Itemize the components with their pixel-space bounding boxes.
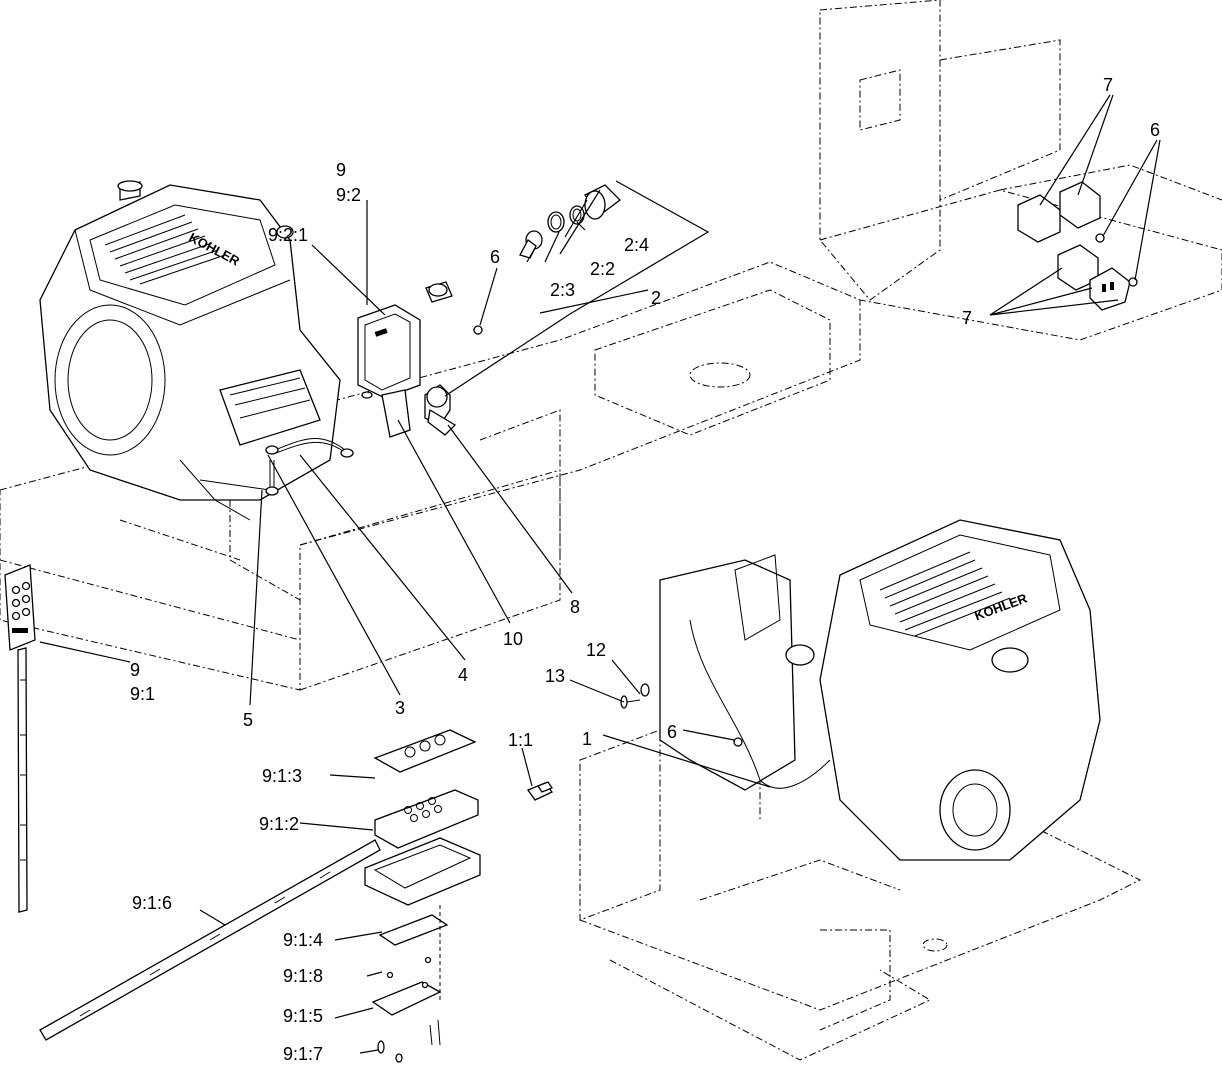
callout-7-bottom: 7 bbox=[962, 308, 972, 328]
callout-8: 8 bbox=[570, 597, 580, 617]
callout-9-1: 9:1 bbox=[130, 684, 155, 704]
callout-9-1-4: 9:1:4 bbox=[283, 930, 323, 950]
callout-5: 5 bbox=[243, 710, 253, 730]
callout-6-b: 6 bbox=[667, 722, 677, 742]
callout-1: 1 bbox=[582, 729, 592, 749]
callout-7-top: 7 bbox=[1103, 75, 1113, 95]
callout-3: 3 bbox=[395, 698, 405, 718]
engine-right: KOHLER bbox=[659, 519, 1101, 861]
callout-9-1-2: 9:1:2 bbox=[259, 814, 299, 834]
relays bbox=[1017, 181, 1131, 311]
callout-13: 13 bbox=[545, 666, 565, 686]
remote-exploded bbox=[39, 729, 481, 1063]
callout-9-1-7: 9:1:7 bbox=[283, 1044, 323, 1064]
callout-9-left: 9 bbox=[130, 660, 140, 680]
control-module bbox=[357, 304, 421, 438]
callout-10: 10 bbox=[503, 629, 523, 649]
callout-6-right: 6 bbox=[1150, 120, 1160, 140]
callout-9-1-6: 9:1:6 bbox=[132, 893, 172, 913]
fuse bbox=[527, 781, 554, 801]
callout-9-1-5: 9:1:5 bbox=[283, 1006, 323, 1026]
frame-phantom-left bbox=[0, 261, 861, 691]
callout-9-2-1: 9:2:1 bbox=[268, 225, 308, 245]
battery-cables bbox=[265, 437, 354, 496]
cooling-fins-right bbox=[879, 551, 1011, 637]
callout-12: 12 bbox=[586, 640, 606, 660]
callout-9-2: 9:2 bbox=[336, 185, 361, 205]
callout-6-a: 6 bbox=[490, 247, 500, 267]
leader-lines bbox=[39, 94, 1161, 1054]
callout-9-1-8: 9:1:8 bbox=[283, 966, 323, 986]
cooling-fins-left bbox=[104, 214, 226, 285]
callout-labels: 9 9:2 9:2:1 6 2:3 2:2 2:4 2 7 6 7 9 9:1 … bbox=[130, 75, 1160, 1064]
callout-9-top: 9 bbox=[336, 160, 346, 180]
remote-control bbox=[4, 564, 36, 913]
callout-2-3: 2:3 bbox=[550, 280, 575, 300]
callout-2: 2 bbox=[651, 288, 661, 308]
frame-phantom-top-right bbox=[819, 0, 1222, 341]
callout-2-4: 2:4 bbox=[624, 235, 649, 255]
ignition-switch-assembly bbox=[424, 184, 621, 436]
callout-2-2: 2:2 bbox=[590, 259, 615, 279]
engine-left: KOHLER bbox=[39, 180, 341, 521]
callout-1-1: 1:1 bbox=[508, 730, 533, 750]
callout-9-1-3: 9:1:3 bbox=[262, 766, 302, 786]
callout-4: 4 bbox=[458, 665, 468, 685]
screw-and-washer bbox=[620, 683, 650, 709]
